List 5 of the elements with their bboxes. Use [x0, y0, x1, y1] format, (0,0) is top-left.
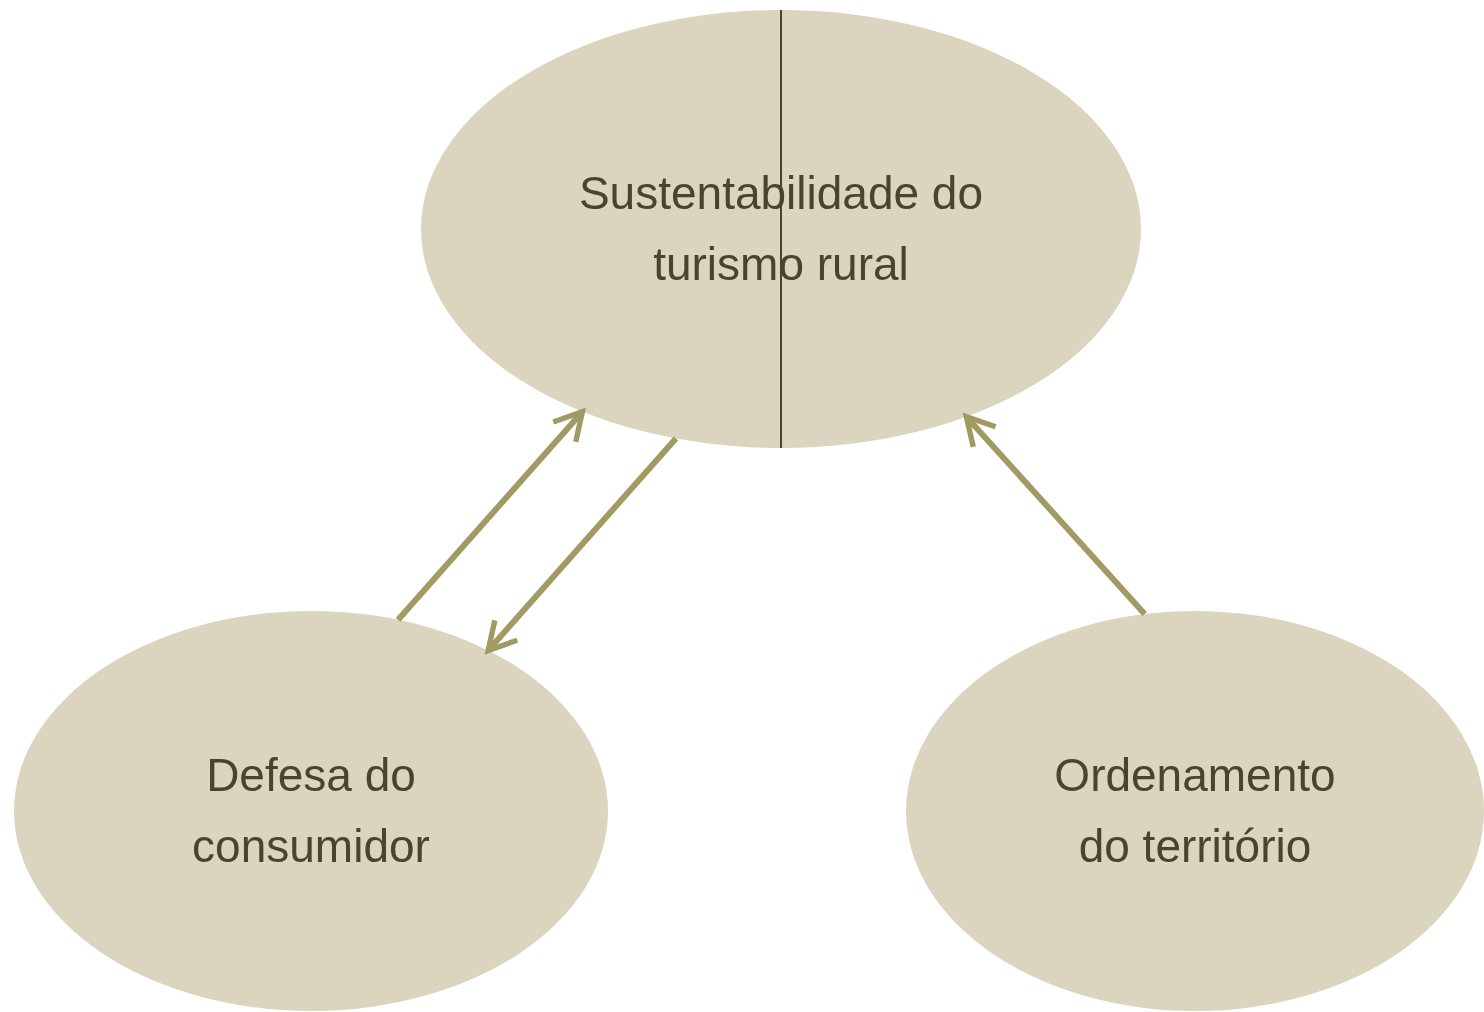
- arrow: [963, 414, 1147, 617]
- node-label: Ordenamento do território: [1053, 747, 1337, 874]
- arrow: [485, 436, 679, 654]
- arrow: [395, 408, 586, 622]
- node-label: Defesa do consumidor: [191, 747, 431, 874]
